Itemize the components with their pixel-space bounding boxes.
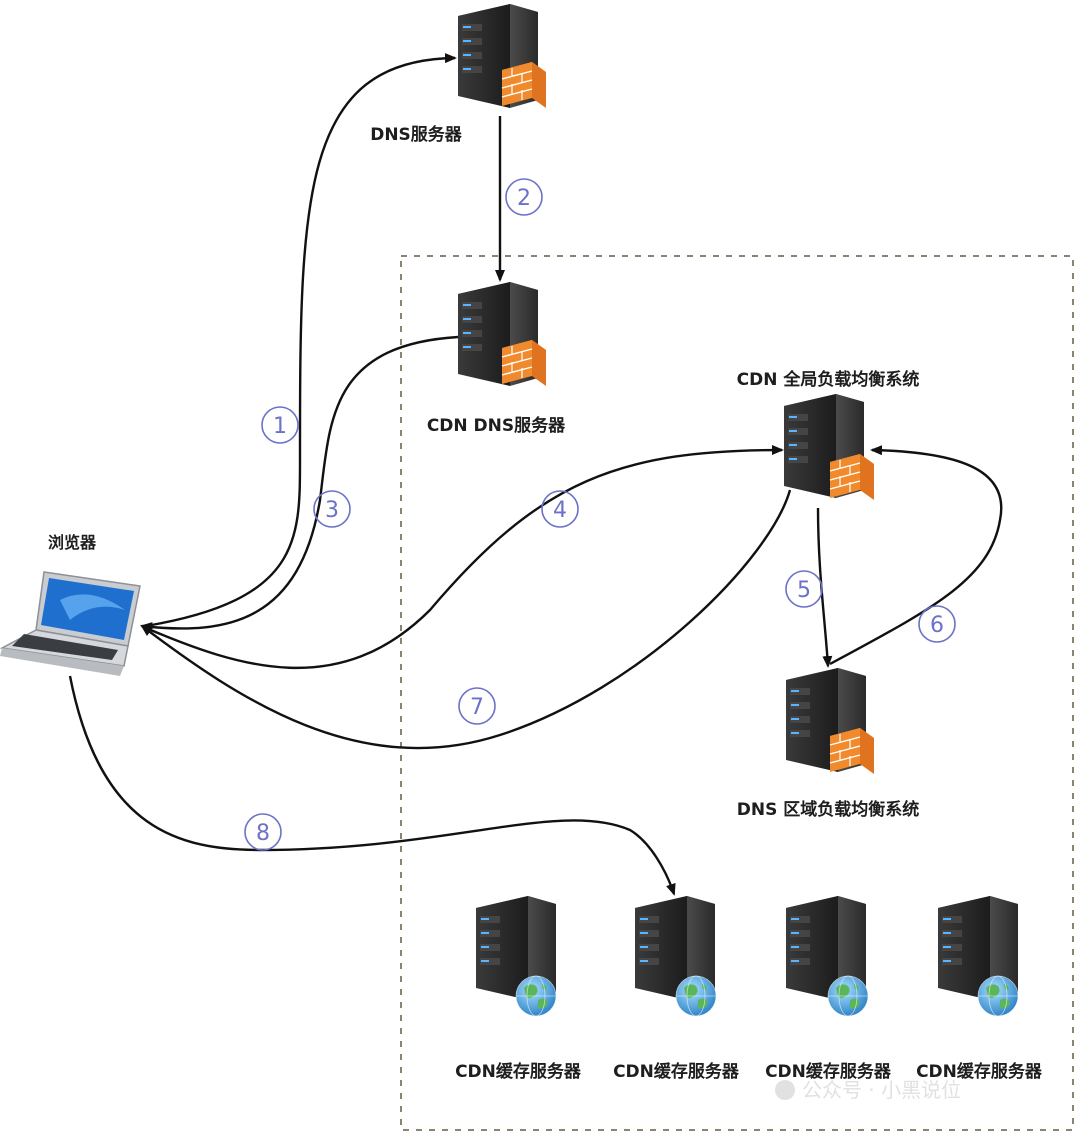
dns-server-node: DNS服务器 bbox=[370, 4, 547, 145]
arrow-6-region-lb-to-global-lb bbox=[829, 445, 1003, 666]
arrow-1-browser-to-dns bbox=[145, 53, 457, 628]
svg-text:2: 2 bbox=[517, 186, 531, 211]
laptop-icon bbox=[0, 571, 141, 676]
cache-server-label: CDN缓存服务器 bbox=[613, 1061, 740, 1082]
step-markers: 1 2 3 4 5 6 7 8 bbox=[244, 178, 956, 851]
cdn-global-lb-node: CDN 全局负载均衡系统 bbox=[737, 369, 920, 501]
cache-server-1: CDN缓存服务器 bbox=[455, 896, 582, 1082]
svg-text:3: 3 bbox=[325, 498, 339, 523]
cdn-dns-server-node: CDN DNS服务器 bbox=[427, 282, 566, 436]
cdn-global-lb-label: CDN 全局负载均衡系统 bbox=[737, 369, 920, 390]
wechat-icon bbox=[775, 1080, 795, 1100]
browser-node: 浏览器 bbox=[0, 533, 141, 676]
cdn-dns-server-label: CDN DNS服务器 bbox=[427, 415, 566, 436]
cache-server-2: CDN缓存服务器 bbox=[613, 896, 740, 1082]
step-marker-5: 5 bbox=[785, 570, 823, 608]
step-marker-3: 3 bbox=[313, 490, 351, 528]
dns-server-label: DNS服务器 bbox=[370, 124, 463, 145]
watermark-text: 公众号 · 小黑说位 bbox=[802, 1078, 961, 1102]
arrow-7-global-lb-to-browser bbox=[140, 489, 792, 750]
step-marker-7: 7 bbox=[458, 687, 496, 725]
arrow-4-browser-to-global-lb bbox=[145, 445, 784, 670]
cache-server-label: CDN缓存服务器 bbox=[455, 1061, 582, 1082]
step-marker-4: 4 bbox=[541, 490, 579, 528]
dns-region-lb-label: DNS 区域负载均衡系统 bbox=[737, 799, 920, 820]
arrow-3-cdn-dns-to-browser bbox=[140, 335, 459, 633]
cache-server-3: CDN缓存服务器 bbox=[765, 896, 892, 1082]
cache-server-label: CDN缓存服务器 bbox=[765, 1061, 892, 1082]
browser-label: 浏览器 bbox=[48, 533, 97, 552]
svg-text:7: 7 bbox=[470, 695, 484, 720]
svg-text:6: 6 bbox=[930, 613, 944, 638]
cache-server-label: CDN缓存服务器 bbox=[916, 1061, 1043, 1082]
svg-text:8: 8 bbox=[256, 821, 270, 846]
step-marker-8: 8 bbox=[244, 813, 282, 851]
step-marker-6: 6 bbox=[918, 605, 956, 643]
arrow-8-browser-to-cache bbox=[68, 675, 676, 896]
globe-icon bbox=[977, 975, 1019, 1017]
globe-icon bbox=[827, 975, 869, 1017]
globe-icon bbox=[515, 975, 557, 1017]
svg-text:5: 5 bbox=[797, 578, 811, 603]
cdn-zone-boundary bbox=[400, 255, 1074, 1131]
dns-region-lb-node: DNS 区域负载均衡系统 bbox=[737, 668, 920, 820]
svg-text:1: 1 bbox=[273, 414, 287, 439]
step-marker-1: 1 bbox=[261, 406, 299, 444]
svg-text:4: 4 bbox=[553, 498, 567, 523]
globe-icon bbox=[675, 975, 717, 1017]
step-marker-2: 2 bbox=[505, 178, 543, 216]
arrow-5-global-lb-to-region-lb bbox=[816, 507, 833, 668]
watermark: 公众号 · 小黑说位 bbox=[775, 1078, 961, 1102]
cache-server-4: CDN缓存服务器 bbox=[916, 896, 1043, 1082]
